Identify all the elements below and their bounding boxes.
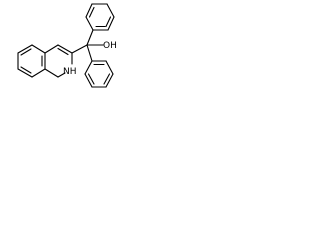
upper-phenyl-double-bond	[105, 16, 112, 28]
lower-phenyl-bond	[84, 73, 93, 88]
benzo-ring-double-bond	[20, 66, 32, 74]
lower-phenyl-bond	[105, 73, 114, 88]
heterocycle-bond	[57, 44, 73, 54]
hydroxyl-label: OH	[103, 41, 117, 51]
benzo-ring-bond	[17, 44, 33, 54]
lower-phenyl-bond	[84, 60, 93, 75]
lower-phenyl-link-bond	[86, 44, 93, 62]
chemical-structure: OH NH	[17, 3, 117, 88]
upper-phenyl-link-bond	[86, 29, 94, 46]
upper-phenyl-bond	[106, 3, 115, 18]
heterocycle-double-bond	[57, 47, 69, 56]
lower-phenyl-double-bond	[87, 73, 95, 85]
benzo-ring-bond	[31, 44, 46, 54]
benzo-ring-bond	[31, 68, 46, 78]
heterocycle-bond	[44, 44, 59, 54]
benzo-ring-double-bond	[20, 48, 32, 56]
upper-phenyl-bond	[107, 16, 115, 31]
ring-nitrogen-label: NH	[63, 67, 77, 77]
heterocycle-bond	[57, 72, 66, 78]
bond-lines	[17, 3, 115, 88]
benzo-ring-bond	[17, 68, 33, 78]
upper-phenyl-bond	[85, 16, 94, 31]
upper-phenyl-double-bond	[88, 6, 95, 18]
upper-phenyl-bond	[85, 3, 93, 18]
linker-bond	[71, 44, 88, 54]
lower-phenyl-bond	[105, 60, 114, 75]
lower-phenyl-double-bond	[103, 73, 111, 85]
heterocycle-bond	[44, 68, 59, 78]
